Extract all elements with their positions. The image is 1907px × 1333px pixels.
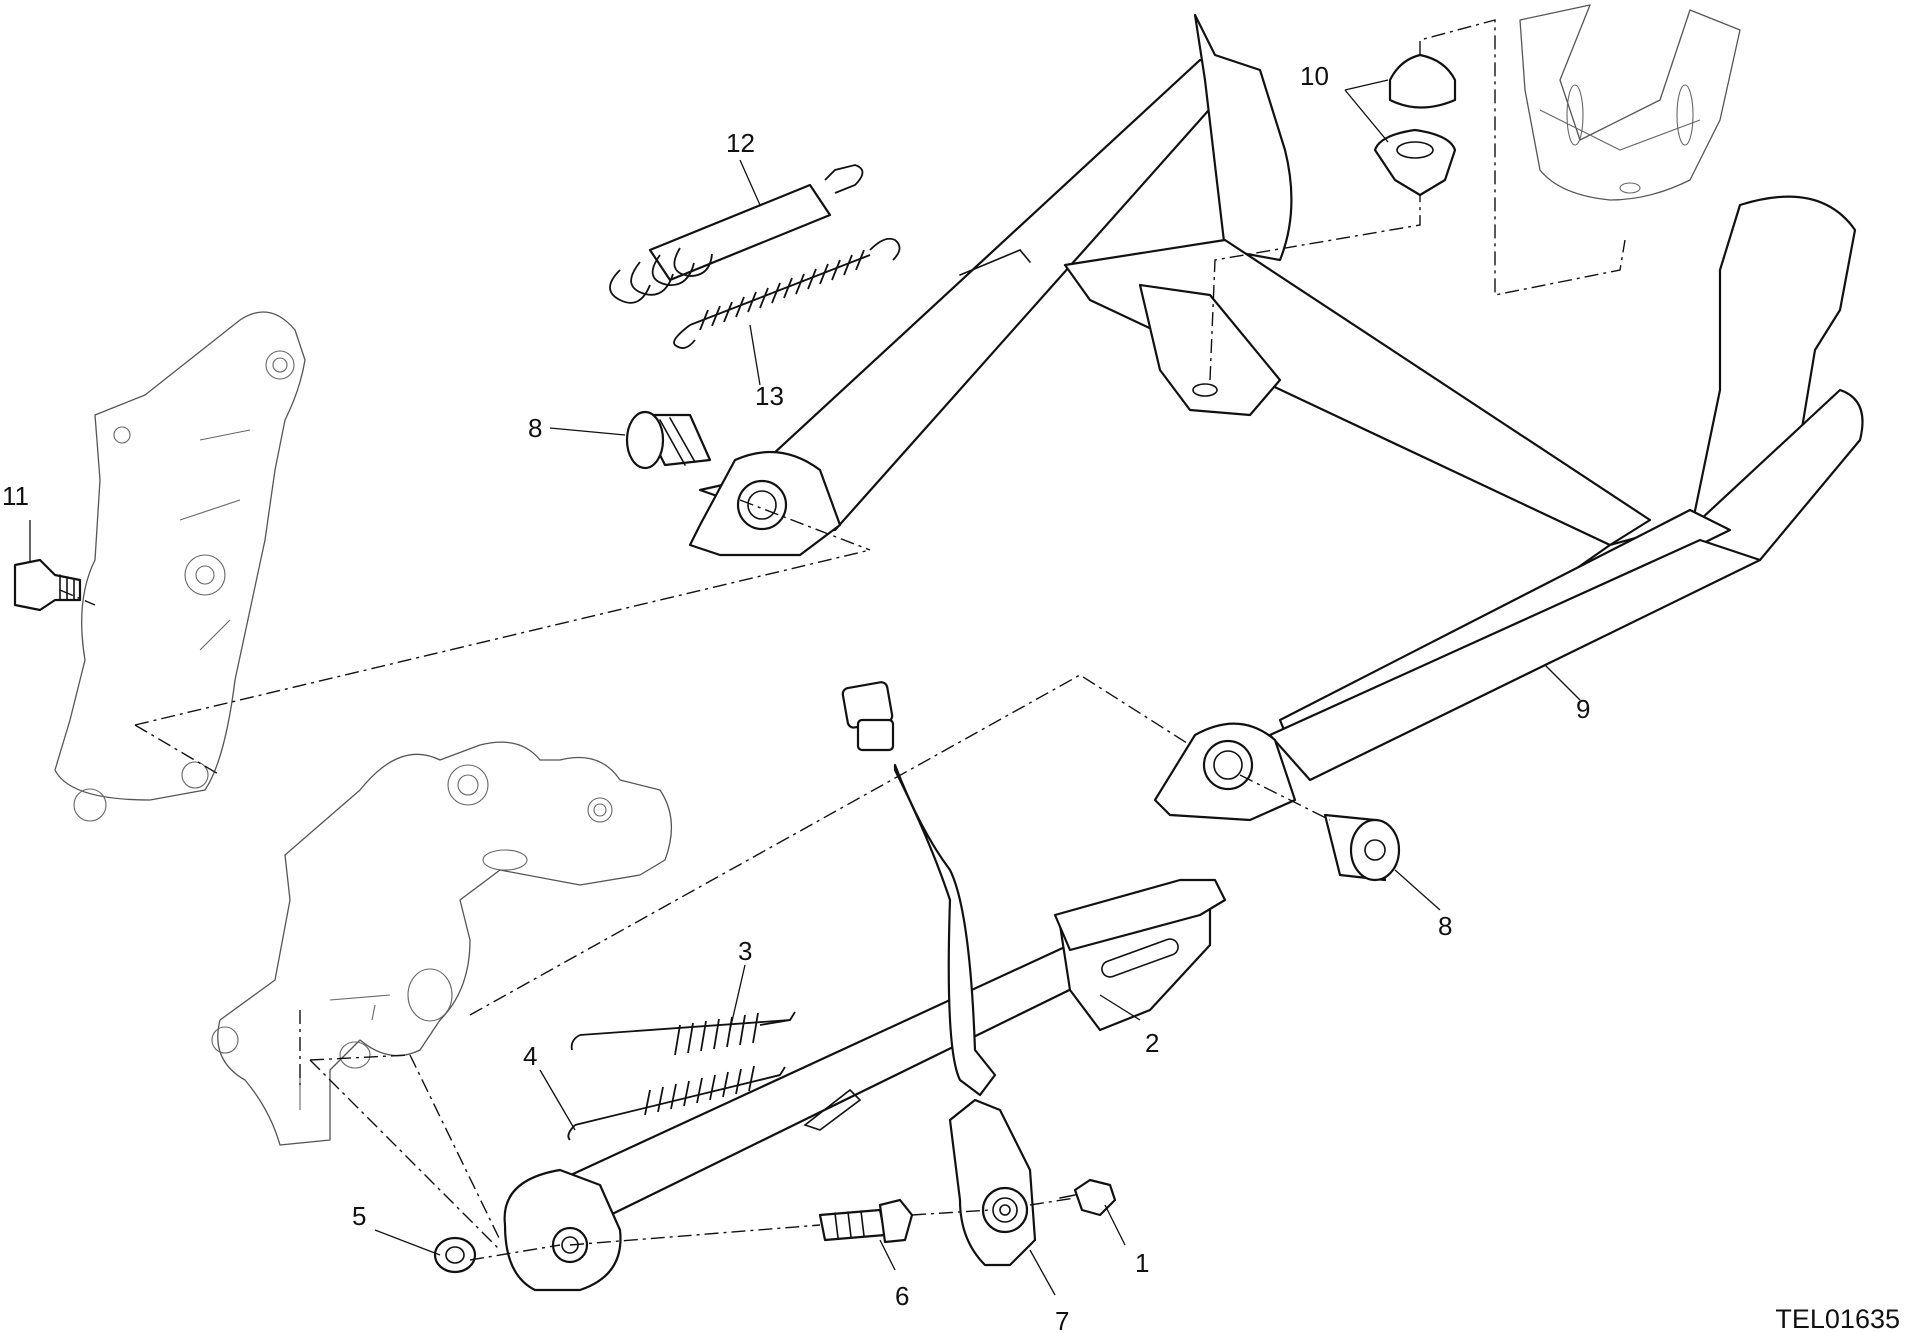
- mount-bracket: [1519, 4, 1741, 201]
- nut-5: [433, 1236, 477, 1274]
- drawing-code: TEL01635: [1775, 1304, 1900, 1333]
- callout-8-upper: 8: [528, 413, 542, 443]
- spring-3: [570, 1011, 796, 1056]
- assembly-lines: [59, 19, 1626, 1261]
- callout-8-lower: 8: [1438, 911, 1452, 941]
- pivot-bolt-6: [818, 1198, 914, 1244]
- center-stand-9: [688, 13, 1864, 822]
- callout-3: 3: [738, 936, 752, 966]
- callout-1: 1: [1135, 1248, 1149, 1278]
- callout-13: 13: [755, 381, 784, 411]
- callout-9: 9: [1576, 694, 1590, 724]
- spring-12: [609, 164, 864, 304]
- spring-13: [673, 237, 901, 349]
- callout-2: 2: [1145, 1028, 1159, 1058]
- callout-10: 10: [1300, 61, 1329, 91]
- callout-11: 11: [2, 481, 29, 511]
- bushing-8-upper: [625, 410, 712, 470]
- callout-7: 7: [1055, 1306, 1069, 1333]
- callout-12: 12: [726, 128, 755, 158]
- callout-5: 5: [352, 1201, 366, 1231]
- frame-bracket-upper-left: [54, 311, 306, 822]
- leader-lines: [29, 79, 1581, 1296]
- screw-11: [13, 558, 82, 612]
- bushing-8-lower: [1323, 813, 1401, 882]
- callout-4: 4: [523, 1041, 537, 1071]
- callout-labels: 1 2 3 4 5 6 7 8 8 9 10 11 12 13: [2, 61, 1590, 1333]
- callout-6: 6: [895, 1281, 909, 1311]
- frame-bracket-lower-left: [211, 741, 673, 1146]
- rubber-buffers-10: [1373, 53, 1457, 197]
- side-stand-sensor-7: [841, 681, 1037, 1267]
